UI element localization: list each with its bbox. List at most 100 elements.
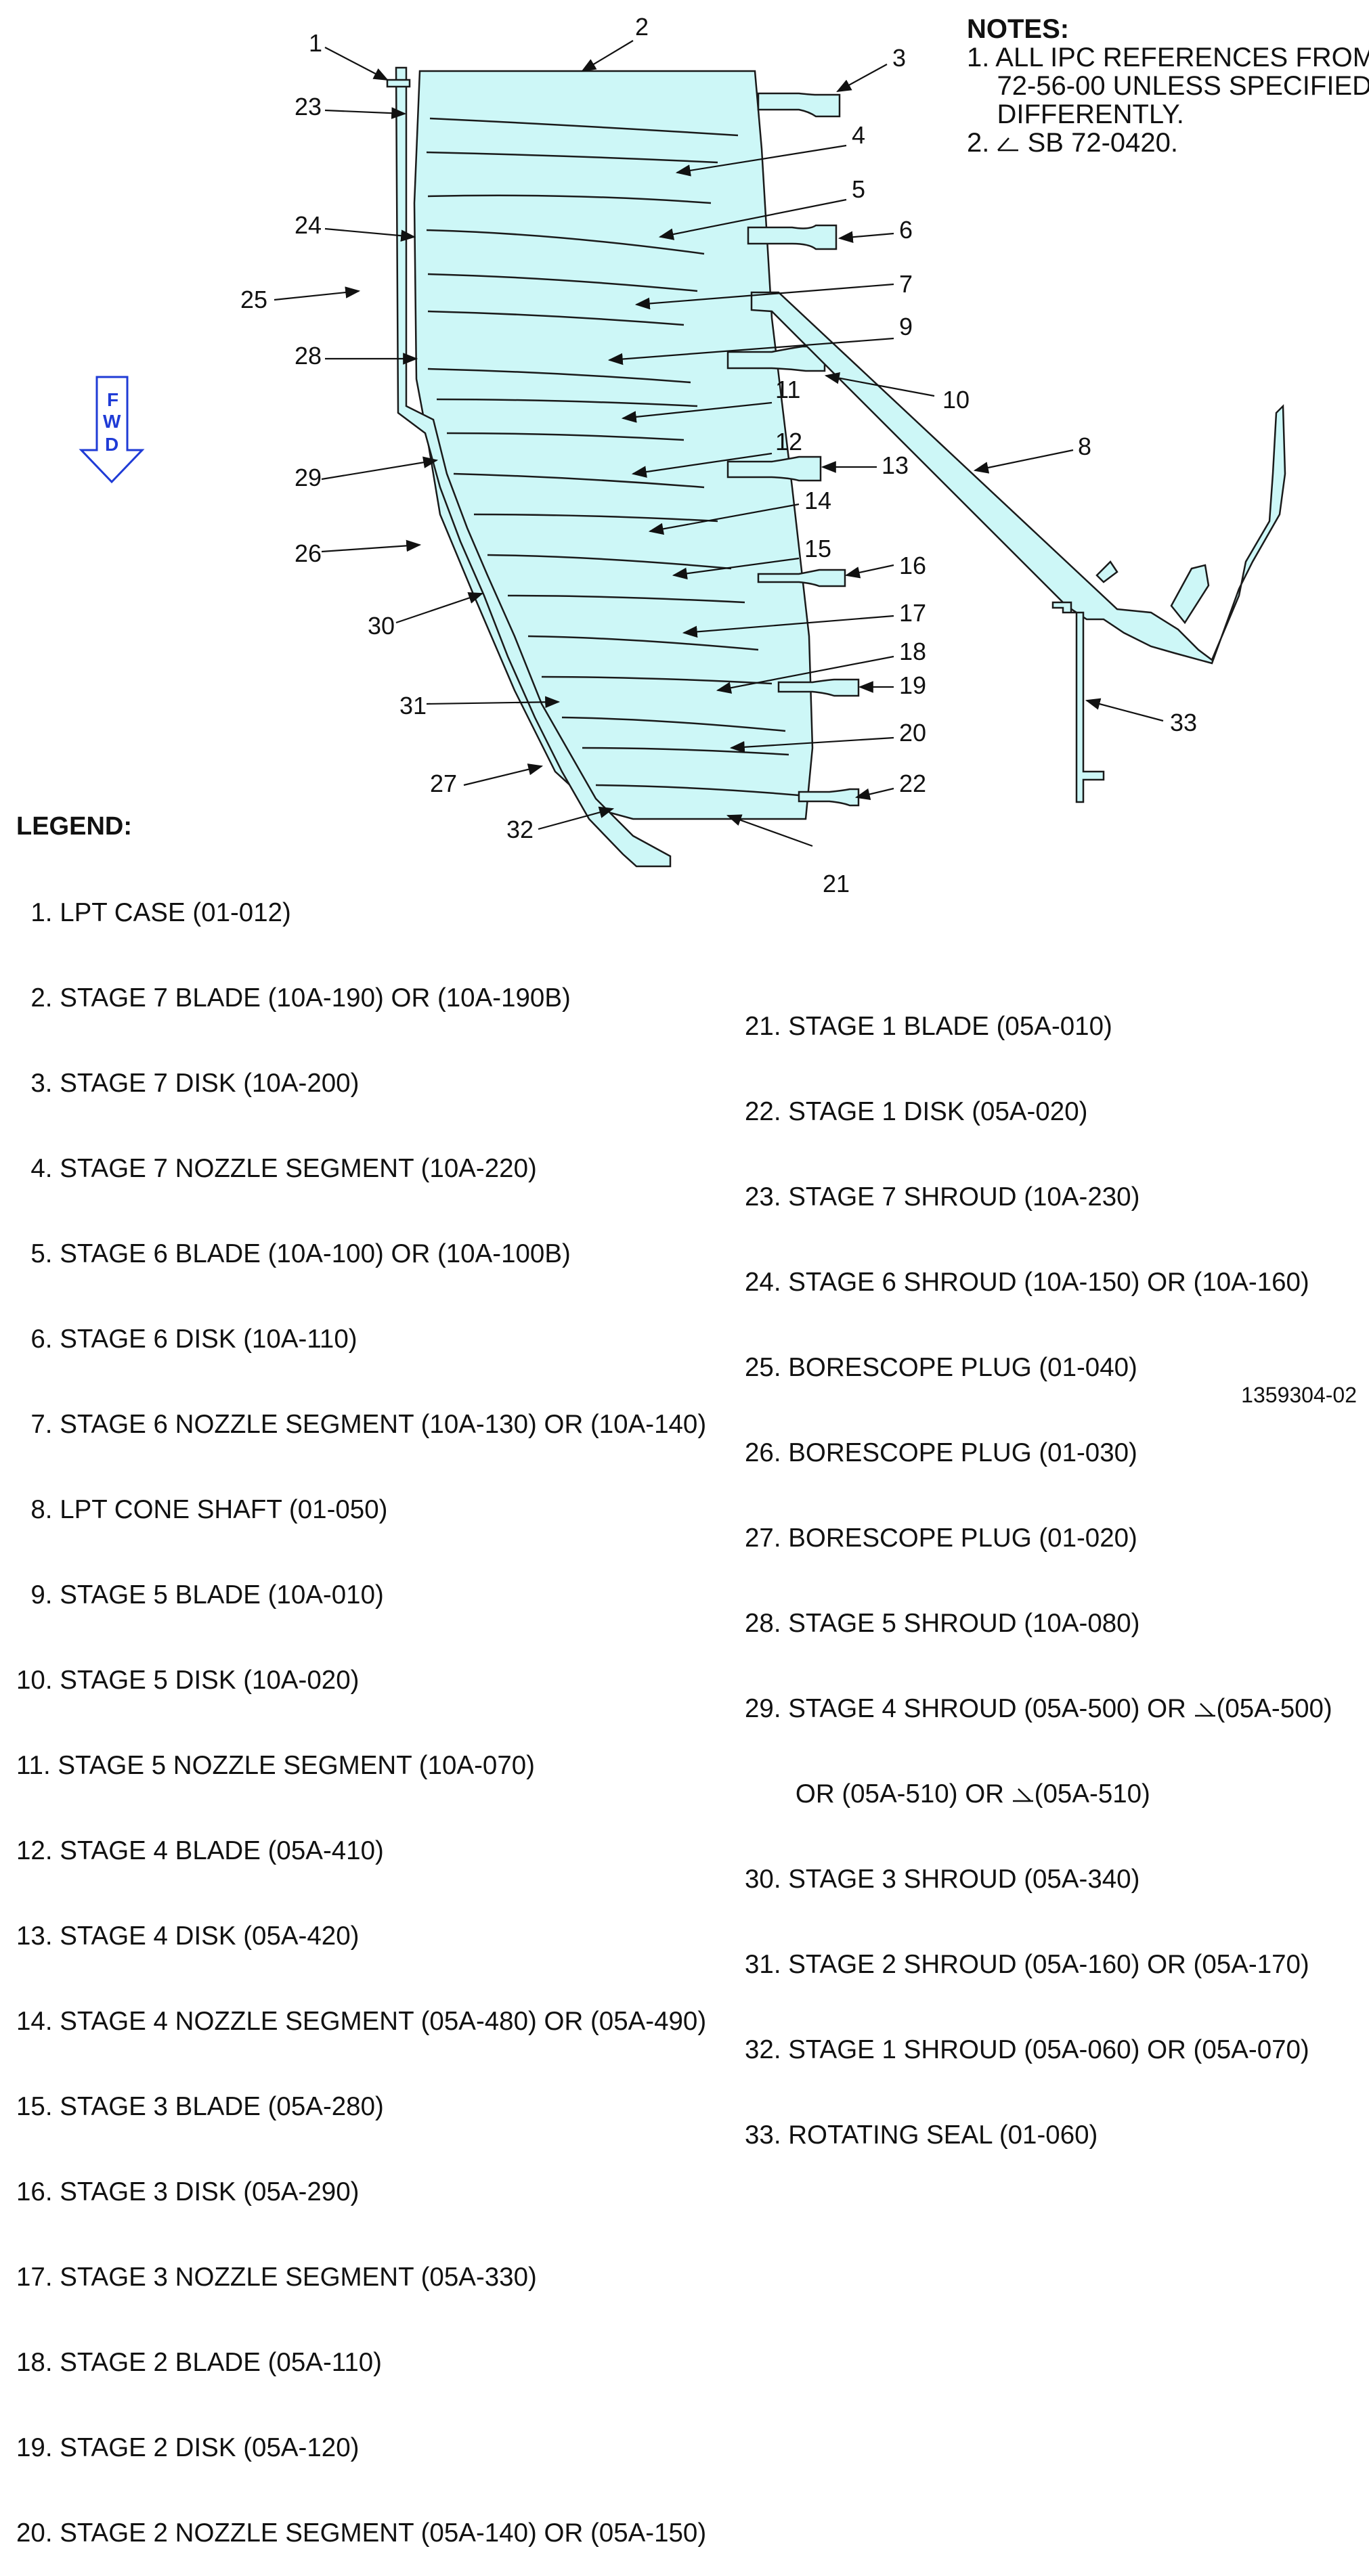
legend-item: 5. STAGE 6 BLADE (10A-100) OR (10A-100B) xyxy=(16,1239,571,1268)
callout-28: 28 xyxy=(295,342,322,370)
callout-3: 3 xyxy=(892,44,906,72)
legend-item: 24. STAGE 6 SHROUD (10A-150) OR (10A-160… xyxy=(745,1268,1309,1297)
callout-4: 4 xyxy=(852,121,865,149)
callout-25: 25 xyxy=(240,286,267,313)
callout-33: 33 xyxy=(1170,709,1197,736)
legend-item: 33. ROTATING SEAL (01-060) xyxy=(745,2120,1098,2150)
notes-header: NOTES: xyxy=(967,14,1070,44)
stage-5-disk-rim xyxy=(726,345,826,372)
legend-item-29-tail: (05A-500) xyxy=(1216,1694,1332,1723)
figure-number: 1359304-02 xyxy=(1241,1383,1357,1407)
stage-4-disk-rim xyxy=(726,456,822,482)
callout-6: 6 xyxy=(899,216,913,244)
legend-item: 22. STAGE 1 DISK (05A-020) xyxy=(745,1097,1088,1126)
legend-item: 13. STAGE 4 DISK (05A-420) xyxy=(16,1922,360,1951)
callout-5: 5 xyxy=(852,175,865,203)
note-2-prefix: 2. xyxy=(967,128,997,158)
legend-item: 4. STAGE 7 NOZZLE SEGMENT (10A-220) xyxy=(16,1154,537,1183)
legend-item: 10. STAGE 5 DISK (10A-020) xyxy=(16,1666,360,1695)
legend-item: 29. STAGE 4 SHROUD (05A-500) OR (05A-500… xyxy=(745,1695,1332,1723)
legend-item: 8. LPT CONE SHAFT (01-050) xyxy=(16,1495,388,1524)
legend-header: LEGEND: xyxy=(16,812,132,841)
stage-1-disk-rim xyxy=(798,788,860,807)
legend-item-29b-tail: (05A-510) xyxy=(1034,1779,1150,1808)
callout-30: 30 xyxy=(368,612,395,640)
legend-item: 1. LPT CASE (01-012) xyxy=(16,898,291,927)
callout-29: 29 xyxy=(295,464,322,491)
leader-lines xyxy=(274,40,1164,847)
fwd-direction-arrow: F W D xyxy=(79,376,145,484)
fwd-letter-d: D xyxy=(105,434,118,455)
legend-item: 18. STAGE 2 BLADE (05A-110) xyxy=(16,2348,382,2377)
callout-18: 18 xyxy=(899,638,926,665)
legend-item: 14. STAGE 4 NOZZLE SEGMENT (05A-480) OR … xyxy=(16,2007,707,2036)
legend-item: 31. STAGE 2 SHROUD (05A-160) OR (05A-170… xyxy=(745,1950,1309,1979)
rotating-seal xyxy=(1051,601,1105,803)
legend-item: 11. STAGE 5 NOZZLE SEGMENT (10A-070) xyxy=(16,1751,535,1780)
legend-item-29b-text: OR (05A-510) OR xyxy=(745,1779,1012,1808)
callout-8: 8 xyxy=(1078,432,1091,460)
callout-26: 26 xyxy=(295,539,322,567)
notes-block: NOTES: 1. ALL IPC REFERENCES FROM 72-56-… xyxy=(967,15,1369,157)
legend-item: 17. STAGE 3 NOZZLE SEGMENT (05A-330) xyxy=(16,2263,537,2292)
legend-item: 26. BORESCOPE PLUG (01-030) xyxy=(745,1438,1137,1467)
service-bulletin-delta-icon xyxy=(997,137,1019,152)
legend-item: 20. STAGE 2 NOZZLE SEGMENT (05A-140) OR … xyxy=(16,2518,707,2548)
stage-7-disk-rim xyxy=(757,92,841,118)
stage-3-disk-rim xyxy=(757,569,846,587)
fwd-letter-w: W xyxy=(103,411,121,432)
callout-11: 11 xyxy=(775,376,800,403)
stage-6-disk-rim xyxy=(747,224,838,250)
callout-19: 19 xyxy=(899,671,926,699)
callout-15: 15 xyxy=(804,535,831,562)
callout-27: 27 xyxy=(430,770,457,797)
callout-14: 14 xyxy=(804,487,831,514)
callout-labels: 1 2 3 4 5 6 7 8 9 10 11 12 13 14 15 16 1… xyxy=(240,13,1197,897)
callout-2: 2 xyxy=(635,13,649,41)
callout-17: 17 xyxy=(899,599,926,627)
note-2: 2. SB 72-0420. xyxy=(967,129,1369,157)
lpt-module-section xyxy=(386,66,814,868)
note-1-line-3: DIFFERENTLY. xyxy=(967,99,1184,129)
callout-24: 24 xyxy=(295,211,322,239)
legend-item: 19. STAGE 2 DISK (05A-120) xyxy=(16,2433,360,2462)
legend-item: 12. STAGE 4 BLADE (05A-410) xyxy=(16,1836,384,1865)
cone-shaft xyxy=(750,291,1286,665)
note-2-suffix: SB 72-0420. xyxy=(1020,128,1178,158)
legend-item: 28. STAGE 5 SHROUD (10A-080) xyxy=(745,1609,1140,1638)
legend-item: 30. STAGE 3 SHROUD (05A-340) xyxy=(745,1865,1140,1894)
note-1-line-2: 72-56-00 UNLESS SPECIFIED xyxy=(967,71,1369,101)
callout-13: 13 xyxy=(882,451,909,479)
callout-21: 21 xyxy=(823,870,850,897)
legend-item: 7. STAGE 6 NOZZLE SEGMENT (10A-130) OR (… xyxy=(16,1410,707,1439)
callout-9: 9 xyxy=(899,313,913,340)
callout-7: 7 xyxy=(899,270,913,298)
legend-item: 9. STAGE 5 BLADE (10A-010) xyxy=(16,1580,384,1609)
legend-item: 15. STAGE 3 BLADE (05A-280) xyxy=(16,2092,384,2121)
legend-item-29-text: 29. STAGE 4 SHROUD (05A-500) OR xyxy=(745,1694,1194,1723)
legend-item: 32. STAGE 1 SHROUD (05A-060) OR (05A-070… xyxy=(745,2035,1309,2064)
callout-31: 31 xyxy=(399,692,427,719)
legend-item: OR (05A-510) OR (05A-510) xyxy=(745,1780,1332,1808)
stage-2-disk-rim xyxy=(777,678,860,697)
callout-10: 10 xyxy=(942,386,970,414)
callout-16: 16 xyxy=(899,552,926,579)
callout-12: 12 xyxy=(775,428,802,456)
lpt-cross-section-diagram: F W D xyxy=(79,13,1286,897)
legend-item: 25. BORESCOPE PLUG (01-040) xyxy=(745,1353,1137,1382)
legend-item: 2. STAGE 7 BLADE (10A-190) OR (10A-190B) xyxy=(16,983,571,1013)
legend-item: 16. STAGE 3 DISK (05A-290) xyxy=(16,2177,360,2206)
legend-item: 21. STAGE 1 BLADE (05A-010) xyxy=(745,1012,1112,1041)
legend-item: 27. BORESCOPE PLUG (01-020) xyxy=(745,1524,1137,1553)
callout-32: 32 xyxy=(506,816,534,843)
disk-webs xyxy=(726,92,860,807)
fwd-letter-f: F xyxy=(107,389,118,410)
stage-partitions xyxy=(426,117,800,797)
note-1-line-1: 1. ALL IPC REFERENCES FROM xyxy=(967,43,1369,72)
callout-23: 23 xyxy=(295,93,322,120)
legend-item: 23. STAGE 7 SHROUD (10A-230) xyxy=(745,1182,1140,1212)
callout-20: 20 xyxy=(899,719,926,747)
callout-22: 22 xyxy=(899,770,926,797)
legend-right-column: 21. STAGE 1 BLADE (05A-010) 22. STAGE 1 … xyxy=(745,956,1332,2178)
callout-1: 1 xyxy=(309,29,322,57)
